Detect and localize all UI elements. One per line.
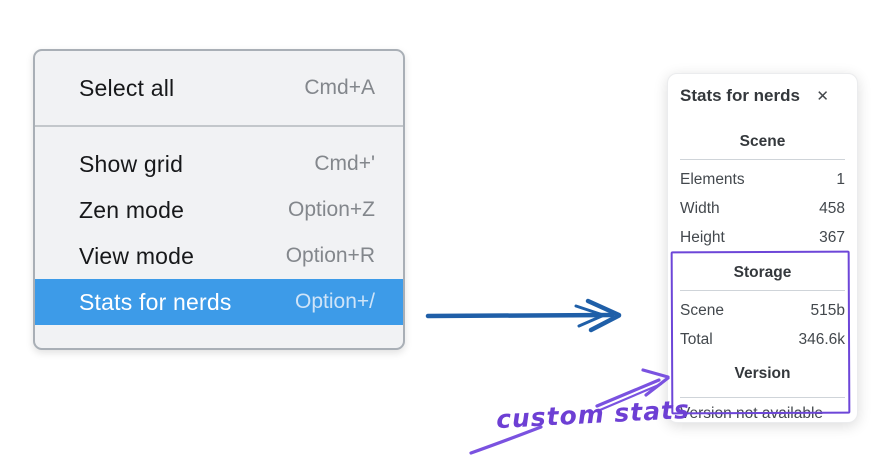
stat-row-width: Width 458 [680, 200, 845, 218]
stat-label: Total [680, 331, 713, 348]
close-icon[interactable]: ✕ [816, 87, 829, 105]
menu-item-select-all[interactable]: Select all Cmd+A [35, 65, 403, 111]
stat-value: 515b [810, 302, 845, 319]
stat-label: Scene [680, 302, 724, 319]
menu-item-shortcut: Option+Z [288, 198, 375, 221]
stats-panel: Stats for nerds ✕ Scene Elements 1 Width… [667, 73, 858, 423]
menu-item-stats-for-nerds[interactable]: Stats for nerds Option+/ [35, 279, 403, 325]
menu-item-shortcut: Cmd+A [304, 76, 375, 99]
menu-item-shortcut: Option+R [285, 244, 375, 267]
menu-item-label: Zen mode [79, 196, 185, 223]
stat-row-elements: Elements 1 [680, 171, 845, 189]
stats-panel-title: Stats for nerds [680, 86, 800, 105]
menu-item-view-mode[interactable]: View mode Option+R [35, 233, 403, 279]
stat-value: 367 [819, 229, 845, 246]
arrow-right-icon [425, 298, 622, 333]
section-divider [680, 159, 845, 160]
menu-item-label: View mode [79, 242, 195, 269]
storage-section-heading: Storage [733, 264, 792, 281]
stat-value: 458 [819, 200, 845, 217]
menu-divider [35, 125, 403, 127]
stat-row-scene-size: Scene 515b [680, 302, 845, 320]
menu-item-zen-mode[interactable]: Zen mode Option+Z [35, 187, 403, 233]
stat-value: 1 [836, 171, 845, 188]
menu-item-label: Show grid [79, 150, 184, 177]
section-divider [680, 290, 845, 291]
menu-item-show-grid[interactable]: Show grid Cmd+' [35, 141, 403, 187]
menu-item-label: Stats for nerds [79, 288, 232, 315]
stat-label: Elements [680, 171, 745, 188]
stat-row-total-size: Total 346.6k [680, 331, 845, 349]
stat-label: Height [680, 229, 725, 246]
stat-value: 346.6k [798, 331, 845, 348]
section-divider [680, 397, 845, 398]
context-menu: Select all Cmd+A Show grid Cmd+' Zen mod… [33, 49, 405, 350]
menu-item-label: Select all [79, 74, 175, 101]
version-note: Version not available [680, 405, 824, 422]
menu-item-shortcut: Option+/ [295, 290, 375, 313]
annotation-label: custom stats [495, 394, 691, 435]
stat-label: Width [680, 200, 720, 217]
stat-row-height: Height 367 [680, 229, 845, 247]
scene-section-heading: Scene [739, 133, 786, 150]
stats-panel-header: Stats for nerds ✕ [680, 86, 845, 106]
version-section-heading: Version [734, 365, 791, 382]
menu-item-shortcut: Cmd+' [314, 152, 375, 175]
